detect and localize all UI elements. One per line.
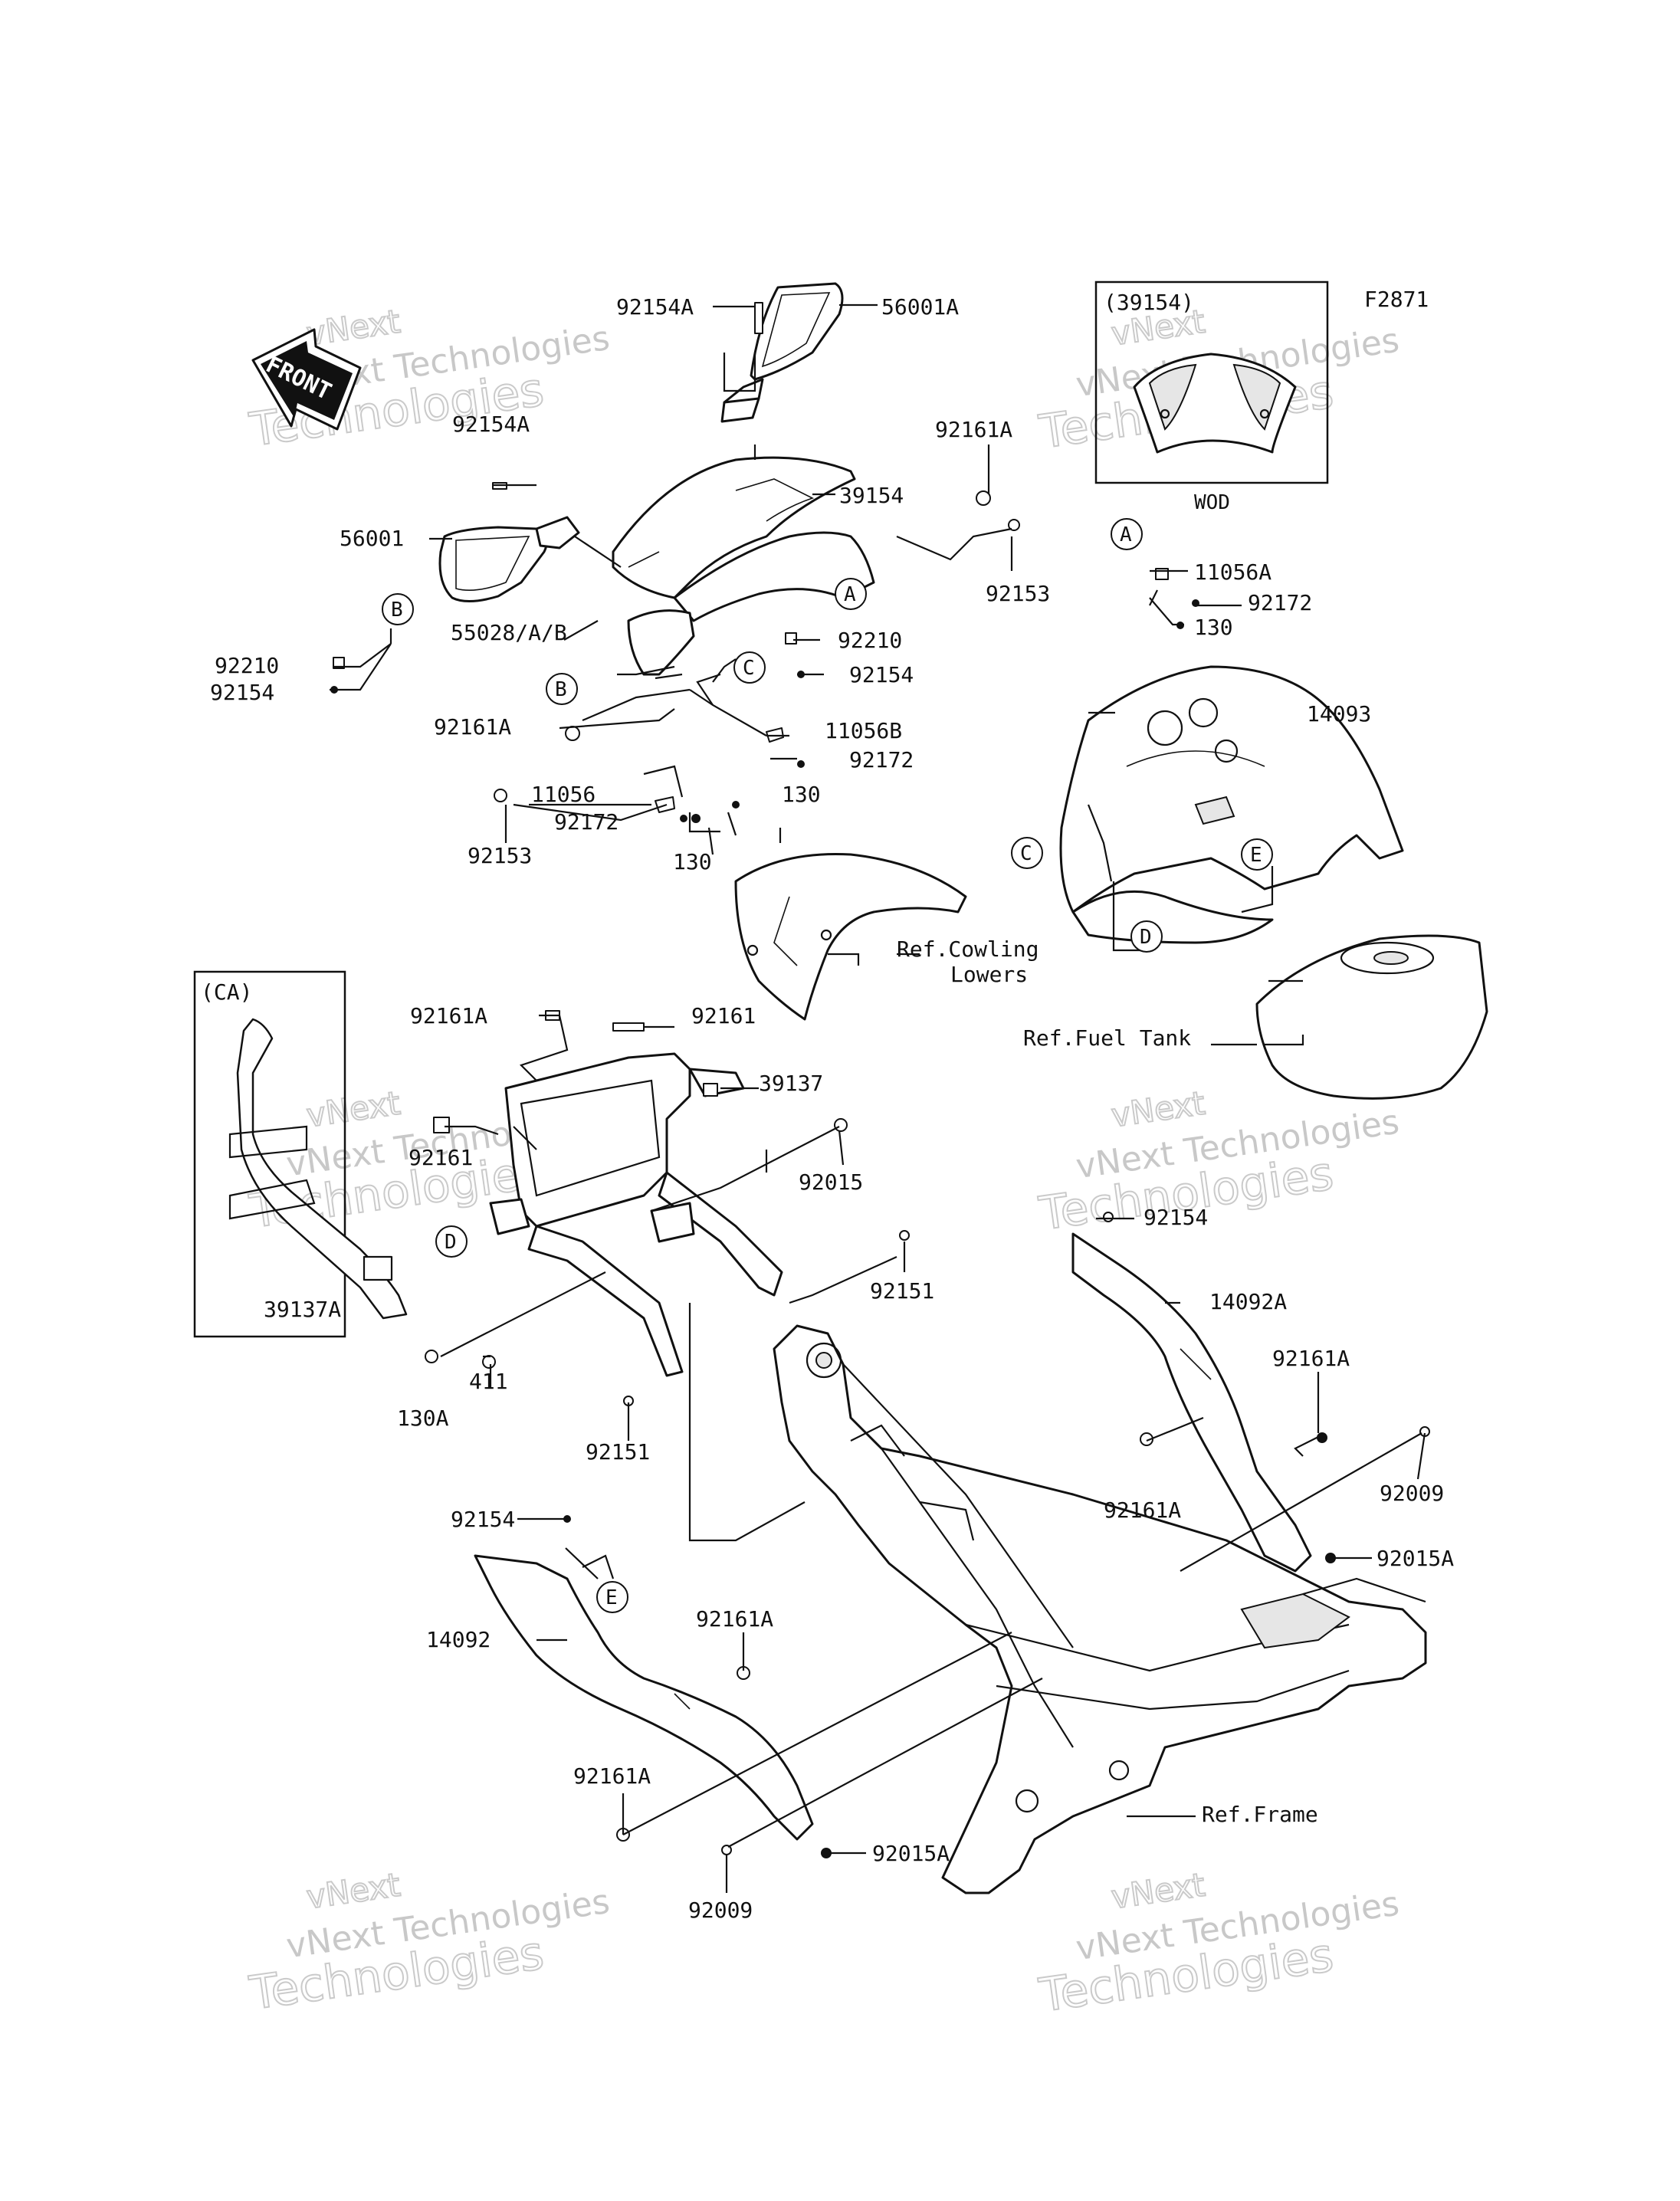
part-label-92161a-c: 92161A — [696, 1606, 773, 1632]
ref-cowling-line1: Ref.Cowling — [897, 936, 1039, 962]
part-label-92153-left: 92153 — [468, 843, 532, 868]
part-label-92015a-right: 92015A — [1376, 1546, 1454, 1571]
part-label-55028: 55028/A/B — [451, 620, 567, 645]
mirror-left — [438, 516, 580, 602]
inset-ca: (CA) 39137A — [193, 970, 408, 1338]
part-label-92015: 92015 — [799, 1169, 863, 1195]
inset-ca-part: 39137A — [264, 1297, 341, 1322]
watermark-bottom-right: vNext vNext Technologies Technologies — [1035, 1865, 1401, 2024]
callout-a-2: A — [1111, 518, 1143, 550]
callout-e-1: E — [1241, 838, 1273, 871]
ref-frame: Ref.Frame — [1202, 1802, 1318, 1827]
part-label-411: 411 — [469, 1369, 508, 1394]
side-panel-14092 — [474, 1554, 814, 1841]
part-label-92210-right: 92210 — [838, 628, 902, 653]
part-label-11056b: 11056B — [825, 718, 902, 743]
part-label-92151-low: 92151 — [586, 1439, 650, 1465]
part-labels: 92154A 56001A 92154A 39154 56001 92161A … — [210, 294, 1454, 1923]
part-label-11056: 11056 — [531, 782, 596, 807]
part-label-56001: 56001 — [340, 526, 404, 551]
part-label-92161a-upper: 92161A — [935, 417, 1012, 442]
callout-b-2: B — [546, 673, 578, 705]
part-label-130-low: 130 — [673, 849, 712, 874]
part-label-92172-right: 92172 — [1248, 590, 1312, 615]
part-label-92154-left: 92154 — [210, 680, 274, 705]
part-label-14092: 14092 — [426, 1627, 491, 1652]
part-label-92153-right: 92153 — [986, 581, 1050, 606]
part-label-39154: 39154 — [839, 483, 904, 508]
part-label-92161a-left: 92161A — [434, 714, 511, 740]
ref-cowling-line2: Lowers — [950, 962, 1028, 987]
callout-a-1: A — [835, 578, 867, 610]
svg-text:E: E — [605, 1586, 618, 1609]
svg-text:D: D — [445, 1231, 457, 1254]
part-label-92210-left: 92210 — [215, 653, 279, 678]
svg-text:vNext: vNext — [304, 1084, 402, 1135]
svg-text:C: C — [1020, 842, 1032, 865]
callout-c-2: C — [1011, 837, 1043, 869]
part-label-130a: 130A — [397, 1406, 449, 1431]
diagram-code: F2871 — [1364, 287, 1429, 312]
cowl-bracket-39137 — [489, 1052, 783, 1377]
callout-b-1: B — [382, 593, 414, 625]
svg-text:B: B — [555, 678, 567, 701]
part-label-14092a: 14092A — [1209, 1289, 1287, 1314]
inset-39154: (39154) WOD — [1094, 280, 1329, 514]
svg-text:E: E — [1250, 844, 1262, 867]
part-label-130-right: 130 — [1194, 615, 1233, 640]
callout-c-1: C — [733, 651, 766, 684]
inset-39154-header: (39154) — [1104, 290, 1194, 315]
front-arrow-icon: FRONT — [251, 328, 362, 431]
inner-cowl-14093 — [1059, 665, 1404, 944]
part-label-92172-left: 92172 — [554, 809, 619, 835]
svg-text:vNext: vNext — [304, 1866, 402, 1917]
upper-cowl-39154 — [612, 456, 875, 676]
part-label-92154-mid: 92154 — [849, 662, 914, 687]
cowling-lower-ref — [734, 852, 967, 1021]
fuel-tank-ref — [1255, 934, 1488, 1100]
part-label-92154a-left: 92154A — [452, 412, 530, 437]
leader-lines — [330, 303, 1426, 1893]
watermark-bottom-left: vNext vNext Technologies Technologies — [245, 1865, 612, 2022]
callout-d-1: D — [1130, 920, 1163, 953]
part-label-92161-left: 92161 — [409, 1145, 473, 1170]
svg-text:A: A — [1120, 523, 1132, 546]
part-label-56001a: 56001A — [881, 294, 959, 320]
part-label-92151-right: 92151 — [870, 1278, 934, 1304]
side-panel-14092a — [1071, 1232, 1312, 1573]
part-label-130-mid: 130 — [782, 782, 821, 807]
part-label-92015a-low: 92015A — [872, 1841, 950, 1866]
part-label-92154a-top: 92154A — [616, 294, 694, 320]
part-label-92154-low: 92154 — [451, 1507, 515, 1532]
part-label-92172-mid: 92172 — [849, 747, 914, 772]
inset-ca-header: (CA) — [201, 979, 252, 1005]
ref-fuel-tank: Ref.Fuel Tank — [1023, 1025, 1191, 1051]
inset-39154-footer: WOD — [1194, 491, 1230, 514]
frame-ref — [773, 1324, 1427, 1894]
part-label-92161a-bracket: 92161A — [410, 1003, 487, 1028]
part-label-92161a-d: 92161A — [573, 1763, 651, 1789]
svg-text:vNext: vNext — [1109, 1084, 1207, 1135]
svg-text:C: C — [743, 657, 755, 680]
part-label-92009-right: 92009 — [1380, 1481, 1444, 1506]
part-label-14093: 14093 — [1307, 701, 1371, 727]
part-label-92161a-r1: 92161A — [1272, 1346, 1350, 1371]
part-label-92161: 92161 — [691, 1003, 756, 1028]
part-label-39137: 39137 — [759, 1071, 823, 1096]
callout-e-2: E — [596, 1581, 628, 1613]
part-label-92154-panel: 92154 — [1144, 1205, 1208, 1230]
part-label-92161a-r2: 92161A — [1104, 1497, 1181, 1523]
svg-text:vNext: vNext — [1109, 1866, 1207, 1917]
part-label-11056a: 11056A — [1194, 559, 1271, 585]
svg-text:D: D — [1140, 926, 1152, 949]
mirror-right — [720, 282, 844, 423]
callout-d-2: D — [435, 1225, 468, 1258]
part-label-92009-low: 92009 — [688, 1898, 753, 1923]
svg-text:vNext: vNext — [304, 303, 402, 353]
svg-text:A: A — [844, 583, 856, 606]
svg-text:B: B — [391, 599, 403, 622]
